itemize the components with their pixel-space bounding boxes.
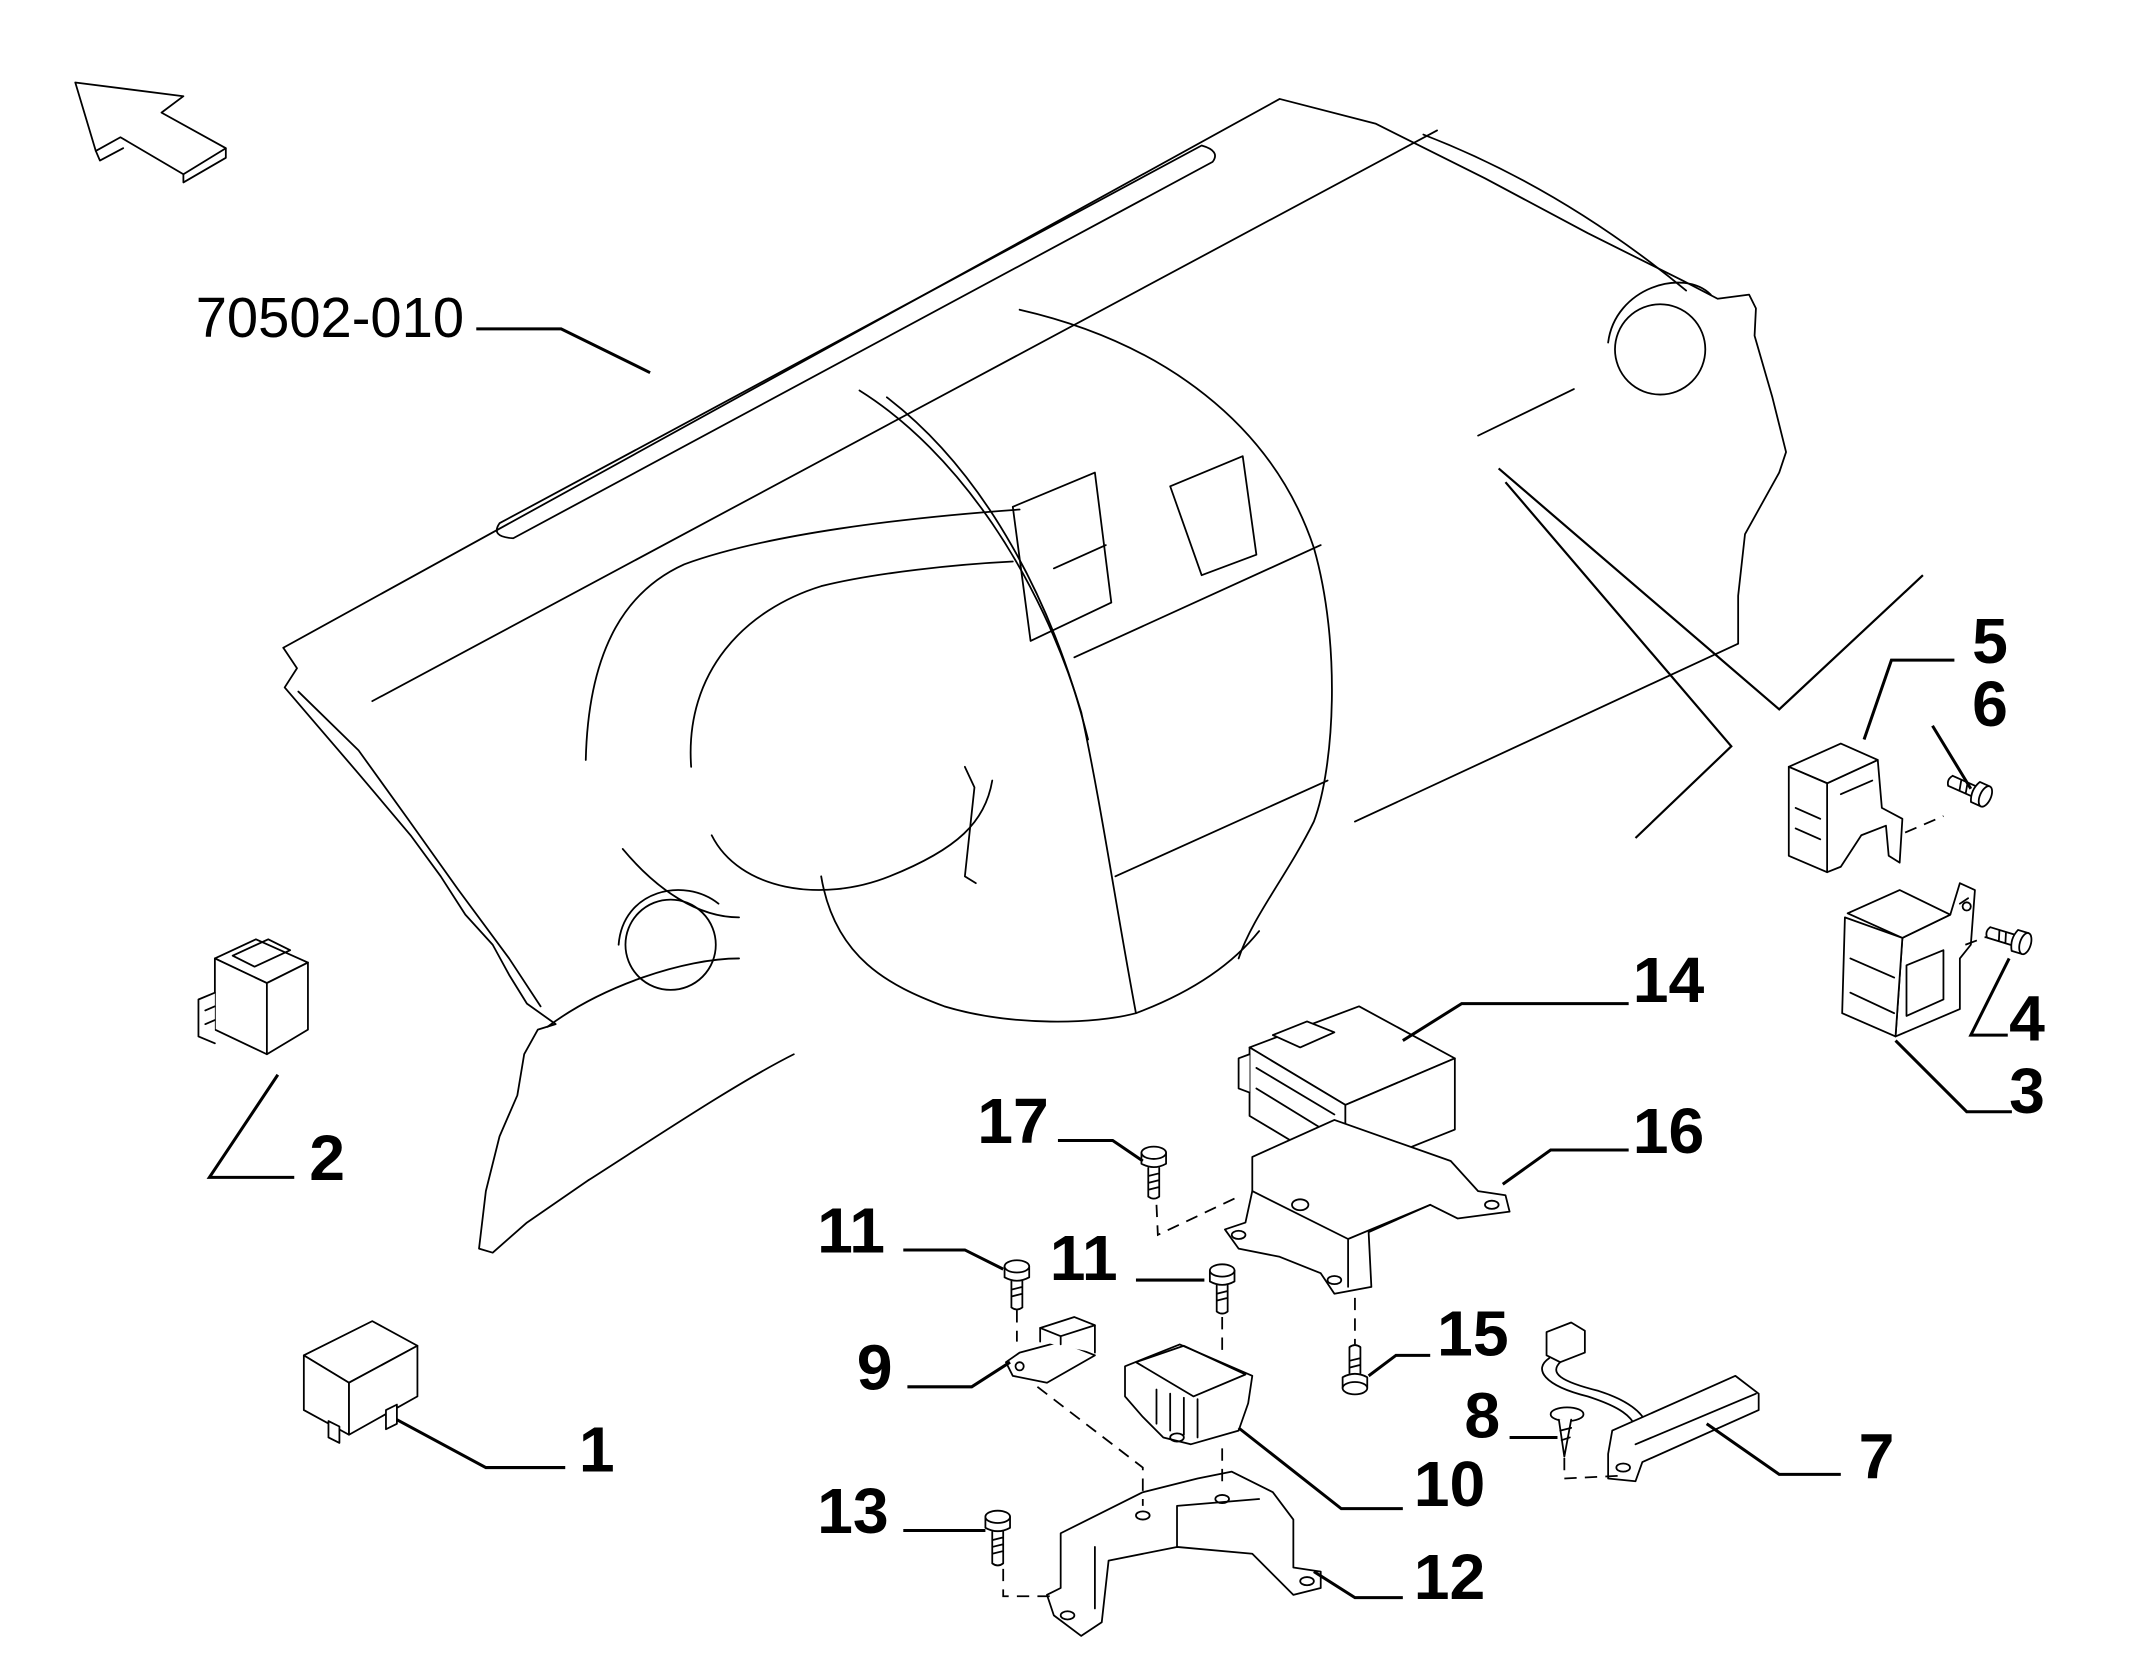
part-13-bolt	[984, 1509, 1011, 1567]
part-9-sensor	[1005, 1316, 1096, 1384]
detail-callout-lines	[1497, 467, 1924, 839]
callout-13: 13	[817, 1475, 889, 1547]
dashboard-outline	[282, 98, 1787, 649]
part-5-control-unit	[1787, 742, 1944, 874]
callout-11: 11	[1050, 1222, 1118, 1294]
callout-14: 14	[1633, 944, 1705, 1016]
callout-labels: 70502-010 1 2 3 4 5 6 7 8 9 10 11 11 12 …	[196, 286, 2045, 1613]
part-6-bolt	[1946, 774, 1993, 808]
part-1-relay	[302, 1320, 419, 1444]
part-2-module	[197, 938, 309, 1056]
part-7-wiring-harness	[1541, 1321, 1760, 1483]
leader-lines	[206, 327, 2012, 1600]
part-17-bolt	[1140, 1145, 1167, 1200]
part-14-module-box	[1237, 1005, 1456, 1175]
center-stack	[858, 389, 1137, 1015]
callout-6: 6	[1972, 668, 2008, 740]
dashboard-left-edge	[282, 646, 590, 1254]
part-16-bracket	[1224, 1119, 1511, 1295]
callout-12: 12	[1414, 1541, 1486, 1613]
assembly-lines	[1002, 935, 1988, 1598]
callout-10: 10	[1414, 1448, 1486, 1520]
steering-column	[820, 875, 1261, 1023]
callout-2: 2	[309, 1122, 345, 1194]
callout-16: 16	[1633, 1095, 1705, 1167]
callout-9: 9	[857, 1332, 893, 1404]
callout-7: 7	[1859, 1421, 1895, 1493]
callout-11: 11	[817, 1195, 885, 1267]
part-8-screw	[1549, 1406, 1585, 1458]
part-4-bolt	[1985, 926, 2033, 956]
callout-5: 5	[1972, 605, 2008, 677]
callout-1: 1	[579, 1414, 615, 1486]
cluster-hood	[584, 508, 1021, 761]
arrow-up-left-icon	[74, 81, 227, 184]
part-10-sensor	[1124, 1343, 1254, 1446]
part-12-bracket	[1046, 1470, 1322, 1637]
part-15-bolt	[1341, 1344, 1369, 1396]
callout-15: 15	[1437, 1297, 1509, 1369]
part-3-control-unit	[1841, 882, 1976, 1038]
reference-label: 70502-010	[196, 286, 464, 349]
right-air-vent	[1614, 303, 1707, 396]
callout-8: 8	[1464, 1379, 1500, 1451]
left-air-vent	[624, 898, 717, 991]
callout-4: 4	[2009, 983, 2045, 1055]
callout-3: 3	[2009, 1055, 2045, 1127]
callout-17: 17	[977, 1085, 1049, 1157]
part-11-bolt	[1208, 1263, 1236, 1315]
dashboard-crease	[371, 129, 1438, 703]
part-11-bolt	[1003, 1259, 1031, 1311]
dashboard-assembly	[282, 98, 1787, 1254]
center-vent-left	[1011, 471, 1113, 642]
defrost-slot	[495, 144, 1216, 540]
center-vent-right	[1169, 455, 1258, 577]
